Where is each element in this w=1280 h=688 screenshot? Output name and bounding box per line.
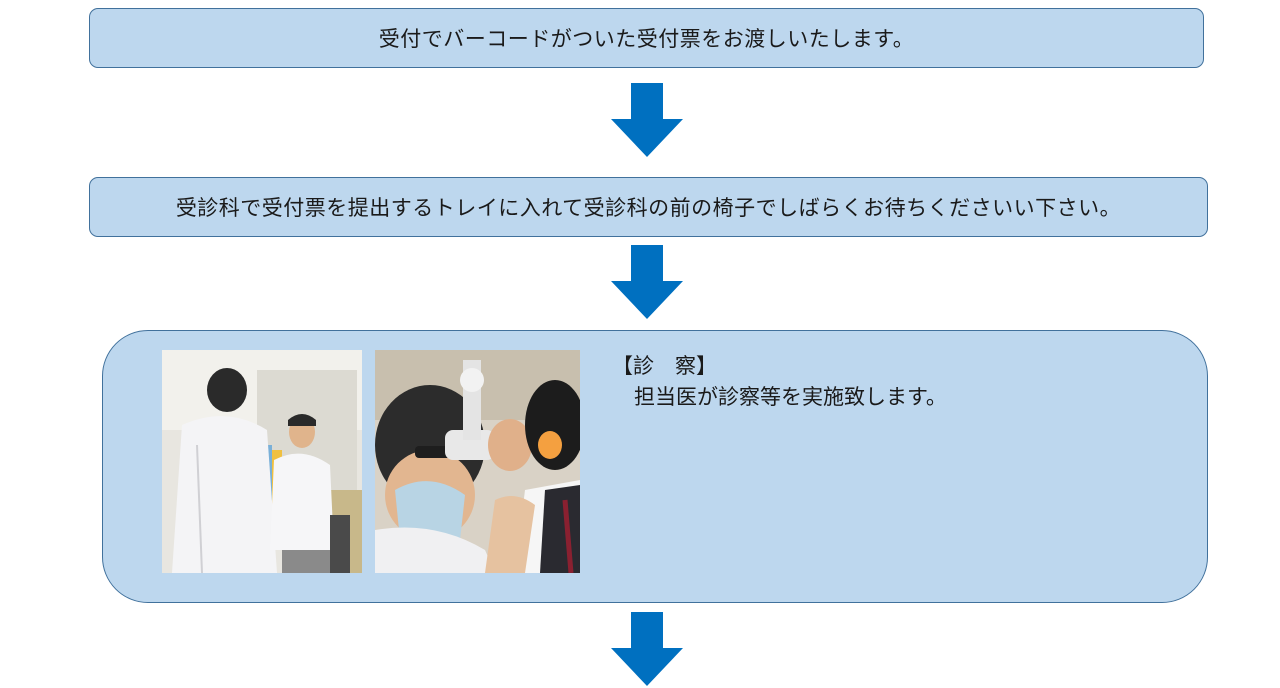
- step-2-text: 受診科で受付票を提出するトレイに入れて受診科の前の椅子でしばらくお待ちくださいい…: [175, 196, 1122, 220]
- consultation-photo: [162, 350, 362, 573]
- down-arrow-icon: [611, 612, 683, 686]
- step-2-box: 受診科で受付票を提出するトレイに入れて受診科の前の椅子でしばらくお待ちくださいい…: [89, 177, 1208, 237]
- step-1-box: 受付でバーコードがついた受付票をお渡しいたします。: [89, 8, 1204, 68]
- step-1-text: 受付でバーコードがついた受付票をお渡しいたします。: [378, 27, 915, 51]
- examination-description: 担当医が診察等を実施致します。: [634, 385, 947, 409]
- ear-examination-photo: [375, 350, 580, 573]
- down-arrow-icon: [611, 83, 683, 157]
- examination-title: 【診 察】: [612, 354, 717, 378]
- down-arrow-icon: [611, 245, 683, 319]
